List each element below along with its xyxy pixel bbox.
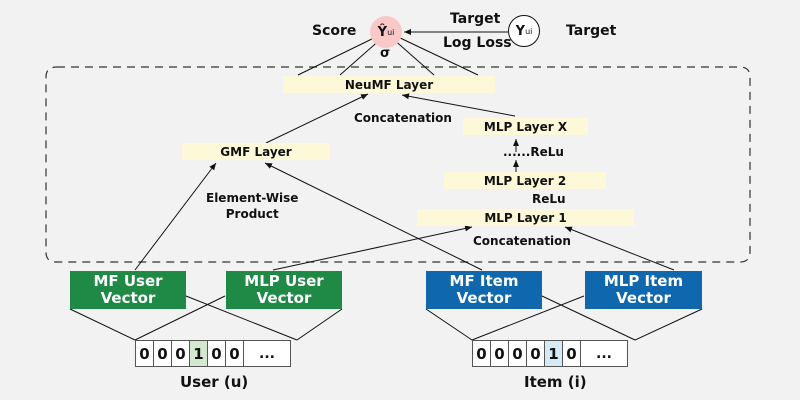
score-label: Score — [312, 23, 357, 39]
edge-user-mfuser-r — [185, 295, 298, 341]
item-cell: 0 — [563, 341, 581, 366]
edge-neumf-out-1 — [297, 35, 379, 76]
item-cell-active: 1 — [545, 341, 563, 366]
edge-user-mlpuser-r — [296, 308, 343, 341]
relu-dots-label: ......ReLu — [503, 145, 564, 159]
item-cell: 0 — [509, 341, 527, 366]
edge-item-mfitem-r — [541, 295, 636, 341]
edge-item-mlpitem-l — [471, 295, 585, 341]
item-cell: 0 — [527, 341, 545, 366]
gmf-layer: GMF Layer — [182, 143, 330, 160]
prediction-symbol: Ŷ — [377, 24, 388, 40]
user-cell: 0 — [136, 341, 154, 366]
user-input-label: User (u) — [180, 373, 249, 391]
sigma-label: σ — [380, 46, 391, 61]
loss-label-top: Target — [450, 11, 501, 27]
edge-mlpitem-mlp1 — [564, 226, 675, 271]
item-onehot-vector: 0 0 0 0 1 0 ... — [472, 340, 628, 367]
user-cell: 0 — [154, 341, 172, 366]
neumf-layer: NeuMF Layer — [283, 76, 495, 93]
relu-label: ReLu — [532, 192, 566, 206]
mlp-layer-1: MLP Layer 1 — [417, 209, 634, 226]
edge-item-mlpitem-r — [634, 308, 703, 341]
prediction-subscript: ui — [387, 27, 395, 37]
edge-user-mfuser-l — [69, 308, 136, 341]
user-cell-active: 1 — [190, 341, 208, 366]
item-cell: 0 — [491, 341, 509, 366]
user-cell: 0 — [172, 341, 190, 366]
target-label: Target — [566, 23, 617, 39]
edge-mlpx-neumf — [401, 93, 516, 117]
mlp-concatenation-label: Concatenation — [473, 234, 571, 248]
element-wise-product-label: Element-Wise Product — [206, 191, 299, 221]
mlp-user-vector: MLP User Vector — [226, 271, 342, 309]
item-cell-ellipsis: ... — [596, 345, 612, 362]
edge-mfitem-gmf — [264, 162, 483, 271]
user-cell: 0 — [208, 341, 226, 366]
edge-user-mlpuser-l — [134, 295, 226, 341]
edge-item-mfitem-l — [425, 308, 473, 341]
edge-neumf-out-3 — [391, 37, 435, 76]
item-input-label: Item (i) — [524, 373, 587, 391]
mlp-layer-x: MLP Layer X — [463, 118, 588, 135]
user-cell-ellipsis: ... — [259, 345, 275, 362]
mf-item-vector: MF Item Vector — [426, 271, 542, 309]
mlp-item-vector: MLP Item Vector — [585, 271, 702, 309]
item-cell: 0 — [473, 341, 491, 366]
edge-mfuser-gmf — [134, 162, 217, 271]
edge-gmf-neumf — [265, 93, 369, 144]
user-onehot-vector: 0 0 0 1 0 0 ... — [135, 340, 291, 367]
mlp-layer-2: MLP Layer 2 — [444, 172, 606, 189]
target-symbol: Y — [515, 23, 526, 39]
user-cell: 0 — [226, 341, 244, 366]
edge-mlpuser-mlp1 — [272, 225, 473, 271]
model-boundary — [45, 66, 751, 263]
target-subscript: ui — [525, 26, 533, 36]
mf-user-vector: MF User Vector — [70, 271, 186, 309]
edge-neumf-out-4 — [395, 35, 479, 76]
neumf-concatenation-label: Concatenation — [354, 111, 452, 125]
loss-label-bottom: Log Loss — [443, 35, 512, 51]
